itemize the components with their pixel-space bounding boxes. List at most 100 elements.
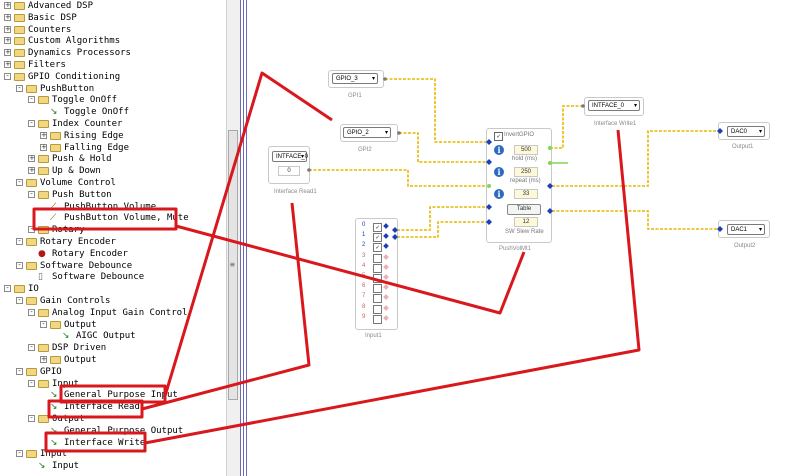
gpi1-dropdown[interactable]: GPIO_3▾ — [332, 73, 378, 84]
tree-item[interactable]: -Push Button — [0, 189, 226, 201]
tree-item[interactable]: -Output — [0, 319, 226, 331]
input1-channel-checkbox[interactable] — [373, 263, 382, 273]
splitter-bar[interactable] — [240, 0, 248, 476]
expand-icon[interactable]: + — [4, 36, 11, 45]
tree-item[interactable]: -PushButton — [0, 83, 226, 95]
tree-item[interactable]: ↘Toggle OnOff — [0, 106, 226, 118]
tree-item[interactable]: +Push & Hold — [0, 153, 226, 165]
collapse-icon[interactable]: - — [16, 238, 23, 245]
tree-item[interactable]: +Custom Algorithms — [0, 35, 226, 47]
expand-icon[interactable]: + — [28, 166, 35, 175]
tree-item[interactable]: -GPIO — [0, 366, 226, 378]
tree-item[interactable]: -Rotary Encoder — [0, 236, 226, 248]
tree-item[interactable]: -Input — [0, 448, 226, 460]
expand-icon[interactable]: + — [40, 355, 47, 363]
info-icon[interactable]: i — [494, 189, 504, 199]
input1-channel-checkbox[interactable]: ✓ — [373, 243, 382, 253]
tree-item[interactable]: +Falling Edge — [0, 142, 226, 154]
tree-item[interactable]: -Index Counter — [0, 118, 226, 130]
info-icon[interactable]: i — [494, 167, 504, 177]
tree-item[interactable]: +Dynamics Processors — [0, 47, 226, 59]
expand-icon[interactable]: + — [4, 1, 11, 9]
expand-icon[interactable]: + — [40, 130, 47, 139]
tree-item[interactable]: -Analog Input Gain Control — [0, 307, 226, 319]
tree-item[interactable]: ↘Interface Read — [0, 401, 226, 413]
input1-channel-checkbox[interactable]: ✓ — [373, 233, 382, 243]
collapse-icon[interactable]: - — [16, 261, 23, 269]
input1-channel-checkbox[interactable] — [373, 314, 382, 324]
input1-channel-checkbox[interactable]: ✓ — [373, 223, 382, 232]
tree-item[interactable]: -Input — [0, 378, 226, 390]
info-icon[interactable]: i — [494, 145, 504, 155]
collapse-icon[interactable]: - — [28, 96, 35, 104]
tree-item[interactable]: ↘Interface Write — [0, 437, 226, 449]
collapse-icon[interactable]: - — [16, 297, 23, 304]
expand-icon[interactable]: + — [4, 12, 11, 21]
expand-icon[interactable]: + — [4, 24, 11, 33]
collapse-icon[interactable]: - — [16, 367, 23, 375]
collapse-icon[interactable]: - — [16, 179, 23, 186]
collapse-icon[interactable]: - — [4, 72, 11, 80]
expand-icon[interactable]: + — [28, 154, 35, 163]
tree-item[interactable]: ▯Software Debounce — [0, 271, 226, 283]
tree-item-label: Counters — [28, 24, 72, 35]
scrollbar-thumb[interactable] — [228, 130, 238, 400]
tree-item[interactable]: + Counters — [0, 24, 226, 36]
tree-item[interactable]: -Gain Controls — [0, 295, 226, 307]
collapse-icon[interactable]: - — [4, 285, 11, 293]
schematic-canvas[interactable]: GPIO_3▾ GPI1 GPIO_2▾ GPI2 INTFACE_0▾ 0 I… — [248, 0, 805, 476]
tree-item[interactable]: +Filters — [0, 59, 226, 71]
tree-item[interactable]: +Output — [0, 354, 226, 366]
interface-write1-dropdown[interactable]: INTFACE_0▾ — [588, 100, 640, 111]
tree-item[interactable]: -IO — [0, 283, 226, 295]
invert-gpio-checkbox[interactable]: ✓ — [494, 132, 503, 141]
interface-read1-field[interactable]: 0 — [278, 166, 300, 176]
table-button[interactable]: Table — [507, 204, 541, 215]
collapse-icon[interactable]: - — [28, 120, 35, 127]
tree-item[interactable]: -DSP Driven — [0, 342, 226, 354]
output2-dropdown[interactable]: DAC1▾ — [727, 224, 765, 235]
tree-item[interactable]: - GPIO Conditioning — [0, 71, 226, 83]
field-33[interactable]: 33 — [514, 189, 538, 199]
tree-item[interactable]: -Volume Control — [0, 177, 226, 189]
tree-item[interactable]: ↘General Purpose Input — [0, 389, 226, 401]
gpi2-dropdown[interactable]: GPIO_2▾ — [343, 127, 391, 138]
tree-item-label: GPIO Conditioning — [28, 71, 121, 82]
tree-item[interactable]: -Software Debounce — [0, 260, 226, 272]
collapse-icon[interactable]: - — [28, 190, 35, 198]
expand-icon[interactable]: + — [4, 48, 11, 57]
tree-item[interactable]: ●Rotary Encoder — [0, 248, 226, 260]
tree-item[interactable]: ⟋PushButton Volume — [0, 201, 226, 213]
input1-channel-checkbox[interactable] — [373, 304, 382, 314]
tree-item[interactable]: +Up & Down — [0, 165, 226, 177]
repeat-field[interactable]: 250 — [514, 167, 538, 177]
collapse-icon[interactable]: - — [28, 415, 35, 422]
collapse-icon[interactable]: - — [16, 450, 23, 458]
debounce-icon: ▯ — [38, 272, 43, 283]
tree-item[interactable]: ↘AIGC Output — [0, 330, 226, 342]
input1-channel-checkbox[interactable] — [373, 253, 382, 263]
tree-item[interactable]: + Rising Edge — [0, 130, 226, 142]
collapse-icon[interactable]: - — [28, 379, 35, 387]
collapse-icon[interactable]: - — [40, 320, 47, 328]
tree-item[interactable]: ⟋PushButton Volume, Mute — [0, 212, 226, 224]
collapse-icon[interactable]: - — [16, 84, 23, 92]
tree-item[interactable]: +Basic DSP — [0, 12, 226, 24]
input1-channel-checkbox[interactable] — [373, 294, 382, 304]
tree-item[interactable]: ↘Input — [0, 460, 226, 472]
hold-field[interactable]: 500 — [514, 145, 538, 155]
collapse-icon[interactable]: - — [28, 308, 35, 316]
tree-item[interactable]: -Output — [0, 413, 226, 425]
expand-icon[interactable]: + — [4, 60, 11, 68]
input1-channel-checkbox[interactable] — [373, 284, 382, 294]
output1-dropdown[interactable]: DAC0▾ — [727, 126, 765, 137]
interface-read1-dropdown[interactable]: INTFACE_0▾ — [272, 151, 308, 162]
tree-item-label: Rising Edge — [64, 130, 124, 141]
scrollbar-grip-icon: ≡ — [230, 260, 235, 269]
field-12[interactable]: 12 — [514, 217, 538, 227]
tree-item[interactable]: +Advanced DSP — [0, 0, 226, 12]
expand-icon[interactable]: + — [40, 142, 47, 151]
tree-item[interactable]: ↘General Purpose Output — [0, 425, 226, 437]
collapse-icon[interactable]: - — [28, 344, 35, 352]
tree-item[interactable]: -Toggle OnOff — [0, 94, 226, 106]
